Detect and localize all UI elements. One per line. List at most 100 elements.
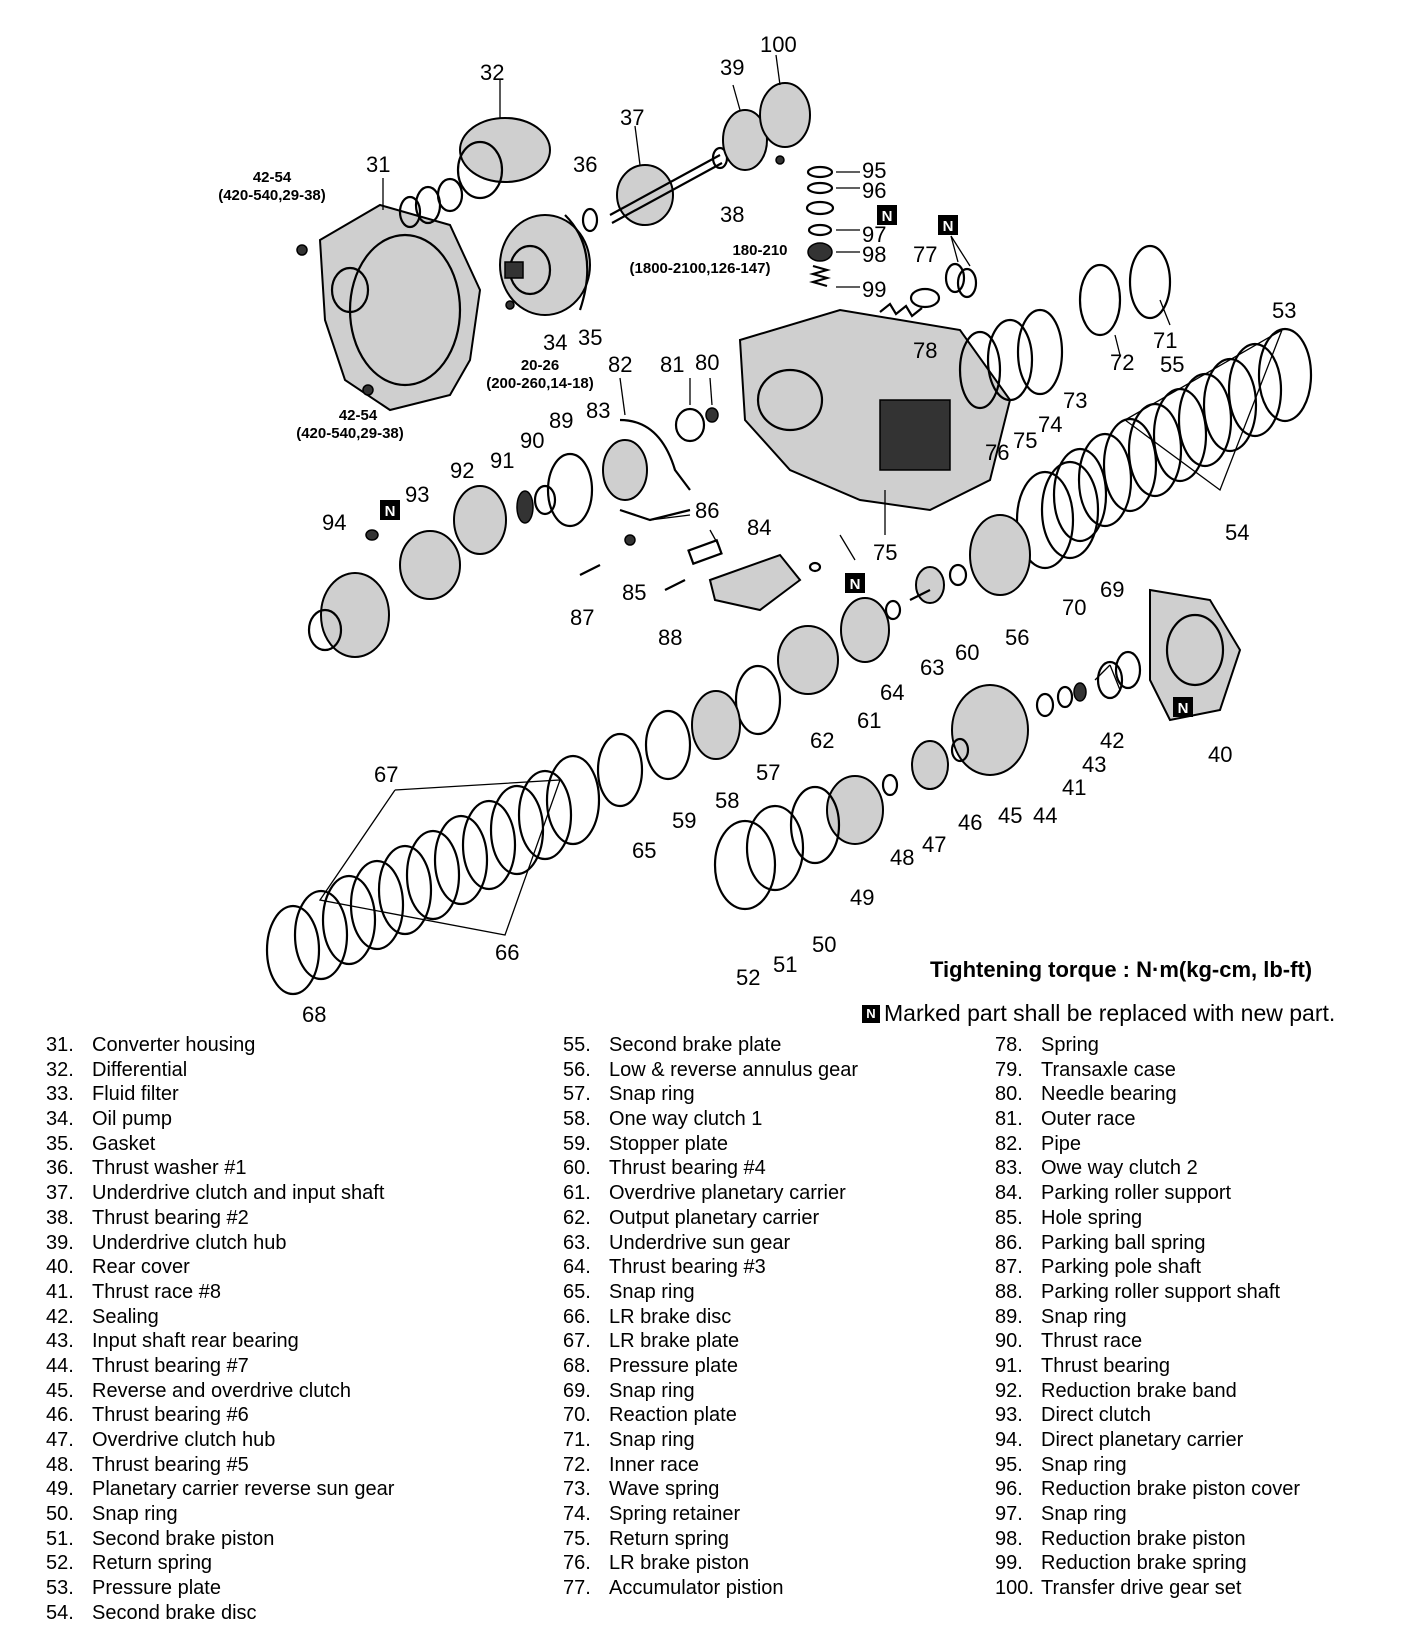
legend-item: 43.Input shaft rear bearing [46, 1330, 394, 1355]
legend-item-number: 76. [563, 1552, 591, 1575]
torque-spec: (420-540,29-38) [296, 425, 404, 442]
legend-item-number: 58. [563, 1108, 591, 1131]
legend-item: 50.Snap ring [46, 1503, 394, 1528]
new-part-badge: N [1173, 697, 1193, 717]
direct-planetary-carrier-part [307, 572, 390, 658]
legend-item-name: Rear cover [92, 1256, 190, 1279]
converter-housing-part [318, 203, 482, 412]
legend-item-number: 46. [46, 1404, 74, 1427]
legend-item-name: Parking ball spring [1041, 1231, 1206, 1254]
callout-85: 85 [622, 580, 646, 605]
callout-74: 74 [1038, 412, 1062, 437]
transaxle-case-part [738, 308, 1012, 512]
legend-item-name: Converter housing [92, 1034, 256, 1056]
rear-bearing-part [1073, 682, 1087, 702]
legend-item: 72.Inner race [563, 1454, 858, 1479]
rear-cover-part [1149, 588, 1242, 722]
legend-item-name: Owe way clutch 2 [1041, 1157, 1198, 1180]
callout-54: 54 [1225, 520, 1249, 545]
callout-34: 34 [543, 330, 567, 355]
legend-item-number: 40. [46, 1256, 74, 1279]
thrust-bearing-part [1035, 692, 1055, 718]
legend-item: 64.Thrust bearing #3 [563, 1256, 858, 1281]
spring-retainer-part [986, 318, 1034, 402]
legend-item-name: Pipe [1041, 1132, 1082, 1155]
legend-item-number: 32. [46, 1058, 74, 1081]
torque-spec: 20-26 [521, 357, 559, 374]
legend-item-name: Spring [1041, 1034, 1099, 1056]
legend-item-number: 63. [563, 1231, 591, 1254]
callout-69: 69 [1100, 577, 1124, 602]
legend-item-name: Snap ring [1041, 1305, 1127, 1328]
legend-item: 44.Thrust bearing #7 [46, 1355, 394, 1380]
legend-item: 49.Planetary carrier reverse sun gear [46, 1478, 394, 1503]
legend-item-number: 57. [563, 1083, 591, 1106]
legend-item-name: Snap ring [1041, 1453, 1127, 1476]
callout-94: 94 [322, 510, 346, 535]
callout-86: 86 [695, 498, 719, 523]
seal-ring-part [808, 561, 822, 573]
thrust-race-part [533, 484, 557, 516]
legend-item-number: 55. [563, 1034, 591, 1056]
legend-item-number: 41. [46, 1280, 74, 1303]
legend-item: 79.Transaxle case [995, 1059, 1300, 1084]
callout-59: 59 [672, 808, 696, 833]
legend-item: 83.Owe way clutch 2 [995, 1157, 1300, 1182]
differential-part [436, 117, 551, 213]
legend-item-name: Second brake disc [92, 1601, 257, 1624]
legend-item: 81.Outer race [995, 1108, 1300, 1133]
spring-part [879, 302, 923, 318]
legend-item: 80.Needle bearing [995, 1083, 1300, 1108]
legend-item: 89. Snap ring [995, 1306, 1300, 1331]
seal-ring-part [398, 195, 422, 229]
legend-item-number: 85. [995, 1206, 1023, 1229]
legend-item-number: 73. [563, 1478, 591, 1501]
callout-60: 60 [955, 640, 979, 665]
legend-item-number: 35. [46, 1132, 74, 1155]
legend-item-name: Thrust bearing #2 [92, 1206, 249, 1229]
thrust-bearing-part [950, 737, 970, 763]
legend-item-name: Direct clutch [1041, 1404, 1152, 1427]
bolt-part [775, 155, 785, 165]
legend-item: 34.Oil pump [46, 1108, 394, 1133]
legend-item-number: 77. [563, 1577, 591, 1600]
callout-39: 39 [720, 55, 744, 80]
legend-item: 55.Second brake plate [563, 1034, 858, 1059]
legend-item-number: 72. [563, 1453, 591, 1476]
callout-68: 68 [302, 1002, 326, 1027]
needle-bearing-part [705, 407, 719, 423]
callout-81: 81 [660, 352, 684, 377]
bolt-part [362, 384, 374, 396]
legend-item: 86.Parking ball spring [995, 1232, 1300, 1257]
snap-ring-part [734, 664, 782, 736]
legend-item-number: 94. [995, 1429, 1023, 1451]
legend-item-number: 89. [995, 1305, 1023, 1328]
thrust-bearing-part [948, 563, 968, 587]
callout-88: 88 [658, 625, 682, 650]
legend-item-number: 90. [995, 1330, 1023, 1353]
legend-item-number: 74. [563, 1503, 591, 1526]
legend-item-number: 95. [995, 1453, 1023, 1476]
legend-item: 56.Low & reverse annulus gear [563, 1059, 858, 1084]
legend-item-number: 34. [46, 1108, 74, 1131]
legend-item: 51.Second brake piston [46, 1528, 394, 1553]
torque-spec: (1800-2100,126-147) [630, 260, 771, 277]
legend-item: 33.Fluid filter [46, 1083, 394, 1108]
leader-lines [382, 54, 1171, 691]
legend-item-name: Planetary carrier reverse sun gear [92, 1478, 395, 1501]
callout-38: 38 [720, 202, 744, 227]
callout-89: 89 [549, 408, 573, 433]
reverse-overdrive-clutch-part [951, 684, 1029, 776]
legend-item-name: Reaction plate [609, 1404, 737, 1427]
legend-item-name: Direct planetary carrier [1041, 1429, 1244, 1451]
legend-item: 96.Reduction brake piston cover [995, 1478, 1300, 1503]
legend-item-name: Thrust bearing #3 [609, 1256, 766, 1279]
callout-75-bottom: 75 [873, 540, 897, 565]
callout-61: 61 [857, 708, 881, 733]
legend-item-name: Transfer drive gear set [1041, 1577, 1242, 1600]
svg-text:N: N [1178, 700, 1189, 717]
torque-spec: (200-260,14-18) [486, 375, 594, 392]
thrust-washer-part [581, 207, 599, 233]
legend-item: 65.Snap ring [563, 1281, 858, 1306]
sealing-part [1096, 660, 1124, 700]
